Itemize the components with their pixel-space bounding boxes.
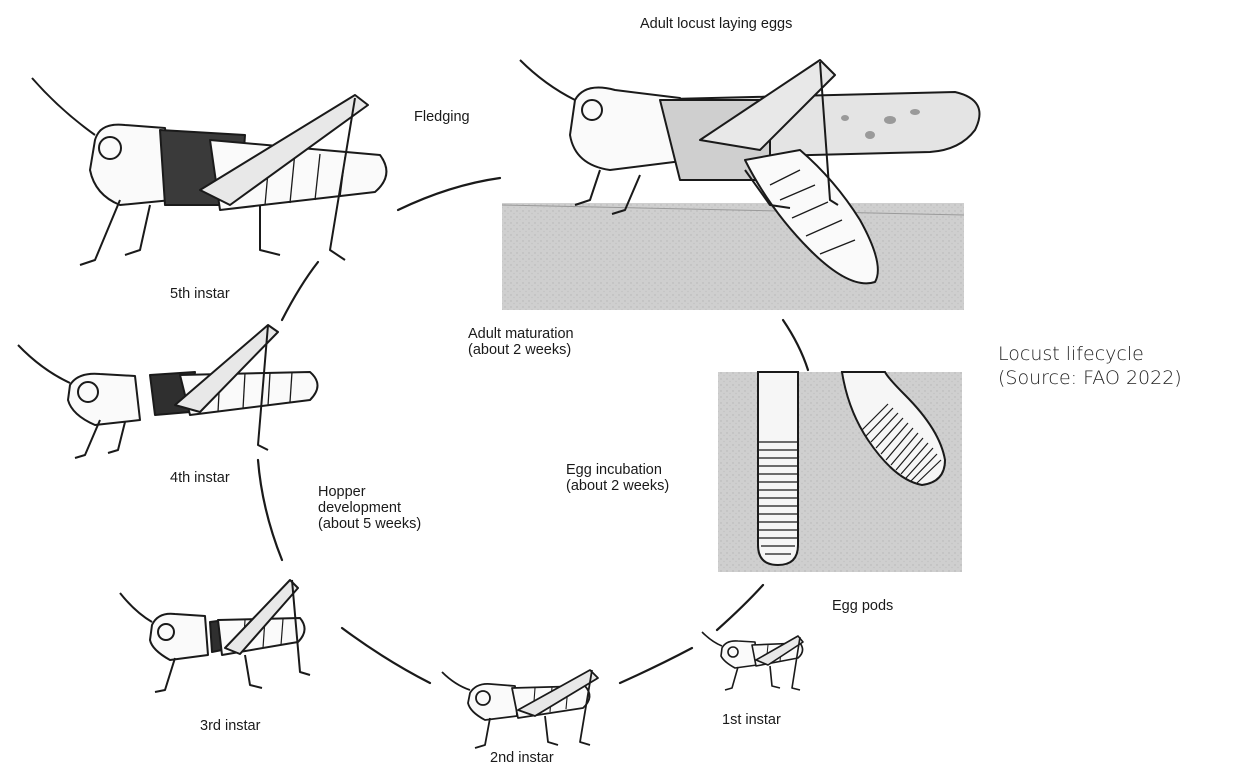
arc-third-to-fourth [258, 460, 282, 560]
second-instar-illustration [442, 670, 598, 748]
arc-adult-to-eggs [783, 320, 808, 370]
hopper-development-line-3: (about 5 weeks) [318, 516, 421, 532]
egg-incubation-line-2: (about 2 weeks) [566, 478, 669, 494]
arc-second-to-first [620, 648, 692, 683]
arc-fifth-to-adult [398, 178, 500, 210]
egg-pod-straight [758, 372, 798, 565]
hopper-development-line-2: development [318, 500, 421, 516]
arc-fourth-to-fifth [282, 262, 318, 320]
fifth-instar-illustration [32, 78, 386, 265]
first-instar-label: 1st instar [722, 712, 781, 728]
caption-line-1: Locust lifecycle [998, 342, 1182, 366]
adult-maturation-line-1: Adult maturation [468, 326, 574, 342]
fledging-label: Fledging [414, 109, 470, 125]
adult-maturation-line-2: (about 2 weeks) [468, 342, 574, 358]
figure-caption: Locust lifecycle (Source: FAO 2022) [998, 342, 1182, 390]
third-instar-label: 3rd instar [200, 718, 260, 734]
fourth-instar-label: 4th instar [170, 470, 230, 486]
arc-eggs-to-first [717, 585, 763, 630]
egg-incubation-line-1: Egg incubation [566, 462, 669, 478]
egg-incubation-label: Egg incubation (about 2 weeks) [566, 462, 669, 494]
fifth-instar-label: 5th instar [170, 286, 230, 302]
egg-pods-label: Egg pods [832, 598, 893, 614]
fourth-instar-illustration [18, 325, 318, 458]
hopper-development-line-1: Hopper [318, 484, 421, 500]
adult-laying-label: Adult locust laying eggs [640, 16, 792, 32]
hopper-development-label: Hopper development (about 5 weeks) [318, 484, 421, 532]
arc-third-to-second [342, 628, 430, 683]
second-instar-label: 2nd instar [490, 750, 554, 766]
caption-line-2: (Source: FAO 2022) [998, 366, 1182, 390]
soil-surface [502, 203, 964, 310]
third-instar-illustration [120, 580, 310, 692]
first-instar-illustration [702, 632, 803, 690]
adult-maturation-label: Adult maturation (about 2 weeks) [468, 326, 574, 358]
